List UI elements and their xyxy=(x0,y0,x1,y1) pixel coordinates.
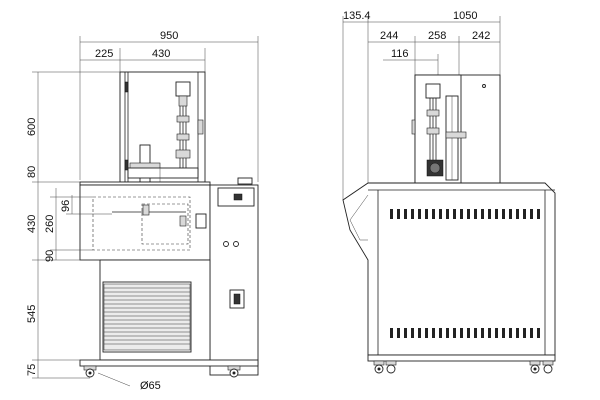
side-slope-detail xyxy=(349,194,369,241)
hinge-top xyxy=(124,81,129,93)
side-cabinet xyxy=(209,184,259,376)
dim-caster-diameter: Ø65 xyxy=(140,380,161,392)
indicator-1 xyxy=(223,241,229,247)
bath-handle xyxy=(195,213,207,229)
leader-caster xyxy=(97,372,131,387)
dim-seg-left: 244 xyxy=(380,30,398,42)
side-base-frame xyxy=(367,354,556,362)
front-view: 950 225 430 xyxy=(26,30,259,392)
vent-grille xyxy=(103,283,191,351)
dim-seg-right: 242 xyxy=(472,30,490,42)
dim-height-feet: 75 xyxy=(26,364,38,376)
dim-height-bath: 430 xyxy=(26,215,38,233)
collar-1 xyxy=(176,115,190,123)
side-view: 135.4 1050 244 258 242 116 xyxy=(342,10,556,374)
specimen-outline xyxy=(141,203,189,245)
top-knob xyxy=(237,177,253,185)
latch xyxy=(197,119,204,135)
bath-body xyxy=(79,184,211,261)
base-frame xyxy=(79,359,259,367)
display-screen xyxy=(233,193,243,201)
dim-overhang: 135.4 xyxy=(343,10,371,22)
side-motor xyxy=(425,83,441,99)
motor-head xyxy=(175,81,191,97)
side-screw xyxy=(482,84,486,88)
side-collar-2 xyxy=(426,127,440,135)
indicator-2 xyxy=(233,241,239,247)
dim-height-upper: 600 xyxy=(26,118,38,136)
side-bracket xyxy=(445,131,467,139)
dim-height-small: 96 xyxy=(60,200,72,212)
dim-upper-width: 430 xyxy=(152,48,170,60)
side-caster-right xyxy=(529,360,554,374)
caster-right xyxy=(227,365,241,378)
dim-height-collar: 80 xyxy=(26,166,38,178)
side-vent-bottom xyxy=(390,328,540,338)
caster-left xyxy=(83,365,97,378)
dim-height-bath-inner: 260 xyxy=(44,215,56,233)
dim-height-cabinet: 545 xyxy=(26,305,38,323)
coupling xyxy=(178,95,188,107)
dim-overall-width: 950 xyxy=(160,30,178,42)
collar-2 xyxy=(176,133,190,141)
side-caster-left xyxy=(373,360,397,374)
dim-left-offset: 225 xyxy=(95,48,113,60)
power-switch-rocker xyxy=(233,293,241,305)
side-handle xyxy=(411,119,416,135)
dim-overall-depth: 1050 xyxy=(453,10,477,22)
hinge-bottom xyxy=(124,159,129,171)
side-fan-blade xyxy=(429,162,441,174)
collar-3 xyxy=(175,149,191,159)
dim-height-bottom-gap: 90 xyxy=(44,250,56,262)
side-collar-1 xyxy=(426,109,440,117)
dim-seg-mid: 258 xyxy=(428,30,446,42)
clamp-right xyxy=(179,215,187,227)
base-plate xyxy=(127,167,199,179)
clamp-left xyxy=(142,204,150,216)
dim-seg-small: 116 xyxy=(391,48,409,60)
side-vent-top xyxy=(390,209,540,219)
